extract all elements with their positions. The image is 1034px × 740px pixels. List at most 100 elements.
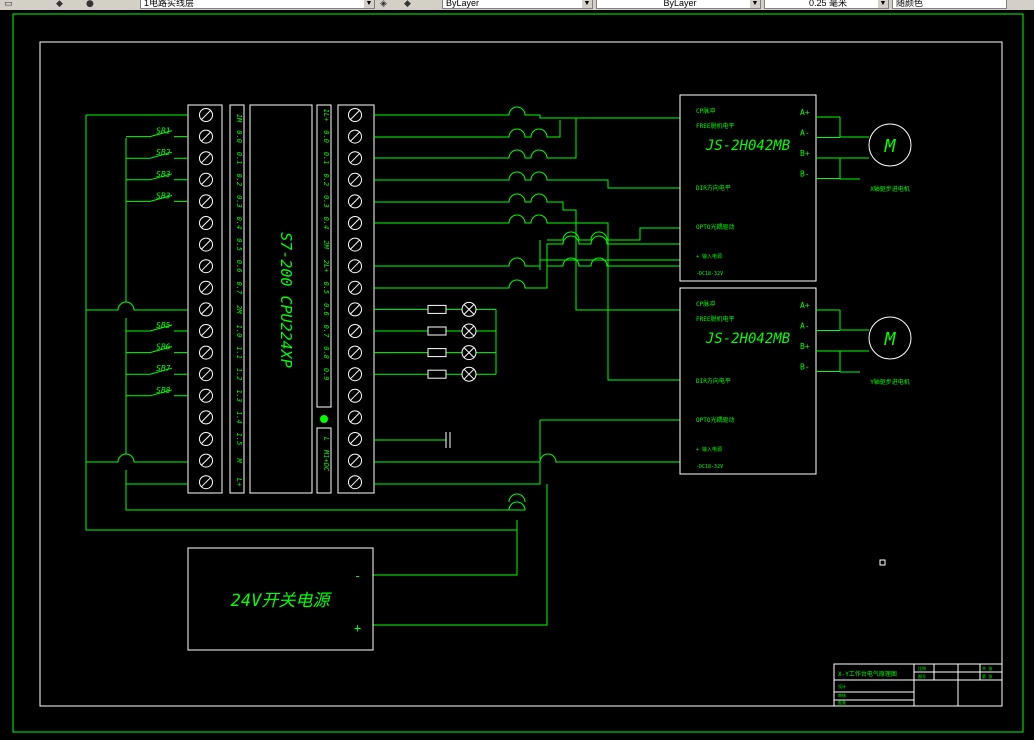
driver-dir-label: DIR方向电平 (696, 377, 731, 385)
terminal-screw (199, 388, 213, 403)
input-label: 0.2 (235, 173, 243, 186)
output-label: 0.2 (322, 173, 330, 186)
terminal-slot (350, 196, 360, 207)
plotstyle-dropdown[interactable]: 随颜色 (892, 0, 1007, 9)
resistor-symbol (427, 369, 447, 379)
driver-opto-label: OPTO光耦驱动 (696, 416, 734, 424)
lamp-cross (463, 368, 475, 380)
input-label: 0.4 (235, 217, 243, 230)
terminal-screw (348, 367, 362, 382)
terminal-screw (199, 280, 213, 295)
terminal-screw (199, 410, 213, 425)
output-label: 0.1 (322, 152, 330, 165)
output-label: 2L+ (322, 260, 330, 273)
wire-common (125, 138, 517, 511)
motor-label: M (884, 136, 897, 157)
output-label: 0.0 (322, 130, 330, 143)
lineweight-value: 0.25 毫米 (808, 0, 848, 8)
output-label-strip-lower (316, 427, 332, 494)
switch-contact (126, 346, 188, 354)
layer-dropdown[interactable]: 1电路实线层 ▼ (140, 0, 375, 9)
output-terminal-block (337, 104, 375, 494)
terminal-slot (201, 131, 211, 142)
terminal-screw (199, 324, 213, 338)
driver-input-label: + 输入电源 (696, 446, 722, 453)
chevron-down-icon[interactable]: ▼ (582, 0, 592, 8)
switch-label: SB8 (156, 386, 171, 395)
switch-label: SB1 (156, 127, 170, 136)
title-cell-1: 比例 (918, 665, 926, 671)
lamp-cross (463, 347, 475, 358)
lamp-icon (461, 366, 477, 382)
input-label: 0.3 (235, 195, 243, 208)
terminal-screw (199, 367, 213, 382)
resistor-symbol (427, 348, 447, 358)
layer-state-icon[interactable]: ▭ (4, 0, 13, 9)
terminal-screw (348, 432, 362, 446)
terminal-screw (348, 172, 362, 187)
switch-contact (126, 173, 188, 181)
terminal-screw (199, 172, 213, 187)
terminal-screw (348, 129, 362, 144)
driver-model-label: JS-2H042MB (705, 331, 790, 347)
terminal-slot (201, 434, 211, 444)
motor-icon (868, 123, 912, 167)
switch-contact (126, 324, 188, 332)
color-dropdown[interactable]: ByLayer ▼ (442, 0, 593, 9)
terminal-screw (348, 108, 362, 122)
driver-output-label: B+ (800, 149, 810, 158)
terminal-slot (350, 390, 360, 401)
terminal-screw (348, 388, 362, 403)
terminal-slot (350, 261, 360, 272)
chevron-down-icon[interactable]: ▼ (364, 0, 374, 8)
output-label: 2M (322, 240, 330, 249)
motor-name-label: Y轴驱步进电机 (870, 378, 910, 386)
layer-previous-icon[interactable]: ◆ (404, 0, 411, 9)
input-label: 2M (235, 305, 243, 314)
linetype-dropdown[interactable]: ByLayer ▼ (596, 0, 761, 9)
output-label: 0.4 (322, 217, 330, 230)
terminal-screw (348, 259, 362, 274)
layer-manager-icon[interactable]: ◆ (56, 0, 63, 9)
wire-out00 (374, 120, 561, 138)
pickbox-cursor (879, 559, 886, 566)
driver-dir-label: DIR方向电平 (696, 184, 731, 192)
plc-model-label: S7-200 CPU224XP (277, 232, 295, 367)
wire-2lplus (374, 235, 680, 289)
input-label: 1.1 (235, 346, 243, 359)
input-label: 0.1 (235, 152, 243, 165)
chevron-down-icon[interactable]: ▼ (878, 0, 888, 8)
terminal-screw (348, 345, 362, 360)
input-label: 1.2 (235, 368, 243, 381)
terminal-slot (350, 174, 360, 185)
make-current-icon[interactable]: ◈ (380, 0, 387, 9)
chevron-down-icon[interactable]: ▼ (750, 0, 760, 8)
output-label: L (322, 437, 330, 441)
input-label: 1M (235, 114, 243, 123)
output-label-strip (316, 104, 332, 408)
terminal-screw (348, 194, 362, 209)
terminal-screw (199, 216, 213, 230)
terminal-slot (350, 412, 360, 423)
terminal-slot (350, 455, 360, 466)
power-plus-label: + (354, 621, 361, 635)
lineweight-dropdown[interactable]: 0.25 毫米 ▼ (764, 0, 889, 9)
wire-cp1 (374, 106, 680, 119)
bulb-icon[interactable]: ● (86, 0, 94, 9)
terminal-slot (350, 347, 360, 358)
driver-free-label: FREE脱机电平 (696, 122, 734, 130)
terminal-slot (201, 455, 211, 466)
driver-output-label: B- (800, 170, 810, 179)
terminal-slot (350, 153, 360, 164)
power-supply-label: 24V开关电源 (231, 591, 333, 611)
lamp-icon (461, 345, 477, 361)
terminal-slot (201, 326, 211, 336)
title-cell-4: 审核 (838, 692, 846, 698)
terminal-slot (201, 412, 211, 423)
power-minus-label: - (354, 569, 361, 583)
input-label: 1.0 (235, 325, 243, 338)
